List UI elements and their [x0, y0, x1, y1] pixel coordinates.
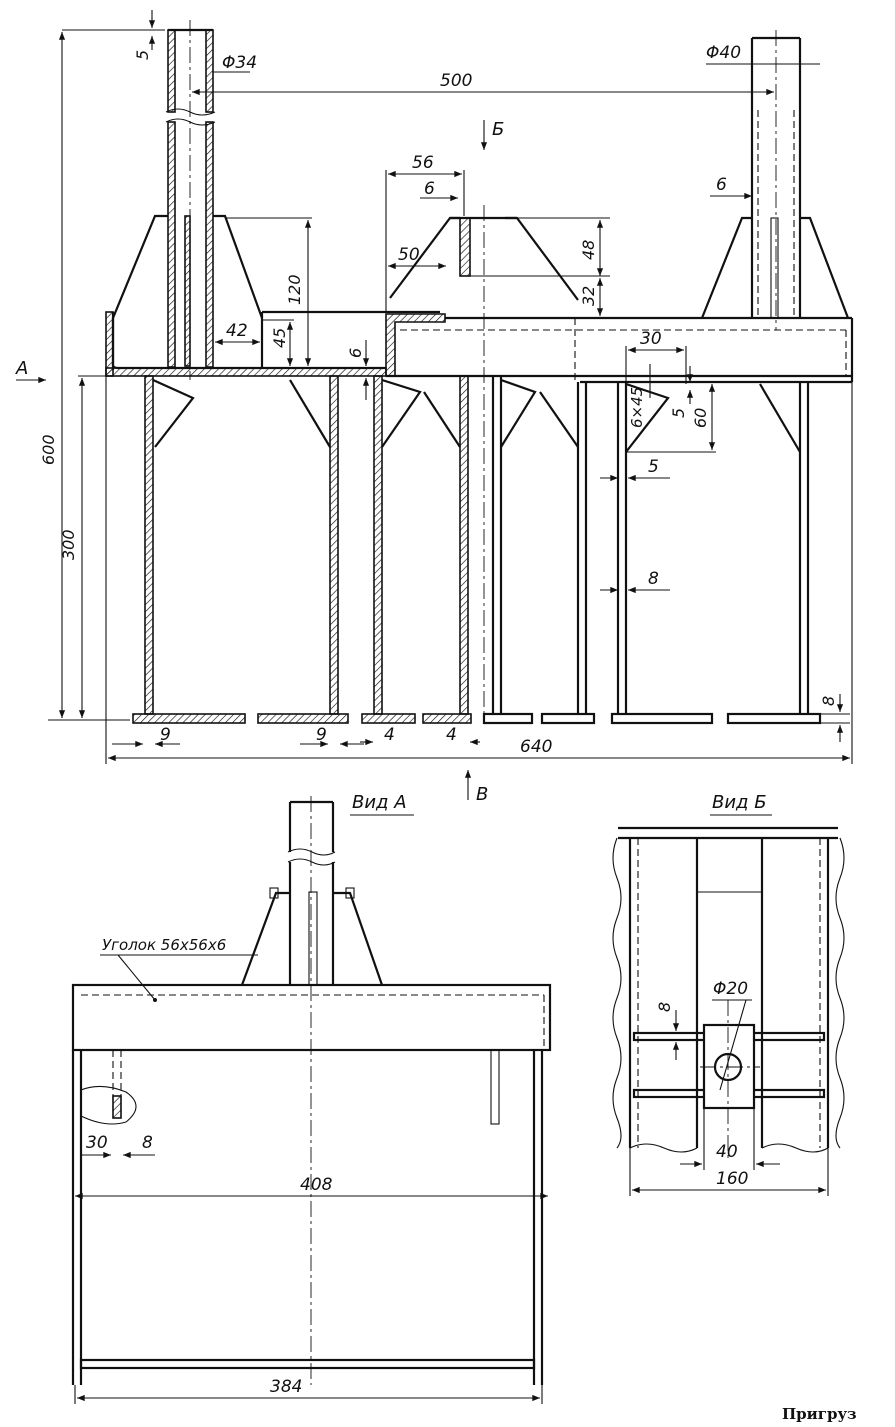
view-b: Вид Б Φ20 8 — [612, 792, 845, 1196]
left-tube — [165, 20, 216, 380]
view-a-dim-384: 384 — [270, 1377, 302, 1397]
dim-9-left: 9 — [160, 725, 171, 745]
section-arrows: А Б В — [15, 119, 504, 805]
dim-56: 56 — [412, 153, 434, 173]
center-cone — [389, 205, 579, 720]
dim-600: 600 — [39, 434, 58, 465]
dim-6-top: 6 — [424, 179, 435, 199]
dim-60: 60 — [691, 408, 710, 428]
dim-32: 32 — [579, 286, 598, 306]
angle-profile-note: Уголок 56х56х6 — [102, 936, 226, 954]
view-b-dim-160: 160 — [716, 1169, 748, 1189]
dim-4-left: 4 — [384, 725, 395, 745]
foot-plates — [132, 712, 822, 725]
dim-5-right: 5 — [669, 408, 688, 418]
dim-8-foot: 8 — [819, 696, 838, 706]
dim-9-mid: 9 — [316, 725, 327, 745]
dim-6x45: 6×45 — [628, 387, 646, 428]
dim-120: 120 — [285, 274, 304, 305]
beam-gussets — [152, 378, 801, 453]
dim-wall-top: 5 — [133, 50, 152, 60]
dim-6-beam: 6 — [346, 348, 365, 358]
main-view: А Б В 600 300 5 Φ34 500 — [15, 10, 854, 805]
view-a: Вид А Уголок 56х56х6 30 — [71, 792, 552, 1404]
dim-5-leg: 5 — [648, 457, 659, 477]
dim-300: 300 — [59, 529, 78, 560]
view-a-title: Вид А — [352, 792, 407, 813]
dim-50: 50 — [398, 245, 420, 265]
dim-tube-right: Φ40 — [706, 43, 741, 63]
view-b-dim-8: 8 — [655, 1002, 674, 1012]
figure-caption: Пригруз — [782, 1405, 857, 1423]
view-b-dim-40: 40 — [716, 1142, 738, 1162]
arrow-v-label: В — [476, 784, 488, 805]
dim-4-right: 4 — [446, 725, 457, 745]
main-dimensions: 600 300 5 Φ34 500 Φ40 6 56 — [39, 10, 853, 764]
top-beam — [105, 310, 854, 384]
view-b-dim-phi20: Φ20 — [713, 979, 748, 999]
dim-30: 30 — [640, 329, 662, 349]
dim-8-leg: 8 — [648, 569, 659, 589]
dim-6-right: 6 — [716, 175, 727, 195]
view-a-dim-8: 8 — [142, 1133, 153, 1153]
dim-640: 640 — [520, 737, 552, 757]
arrow-b-label: Б — [492, 119, 504, 140]
view-b-title: Вид Б — [712, 792, 767, 813]
view-a-dim-30: 30 — [86, 1133, 108, 1153]
dim-45: 45 — [270, 328, 289, 348]
dim-42: 42 — [226, 321, 248, 341]
dim-tube-left: Φ34 — [222, 53, 257, 73]
arrow-a-label: А — [15, 358, 28, 379]
view-a-dim-408: 408 — [300, 1175, 333, 1195]
dim-48: 48 — [579, 240, 598, 260]
dim-span: 500 — [440, 71, 472, 91]
